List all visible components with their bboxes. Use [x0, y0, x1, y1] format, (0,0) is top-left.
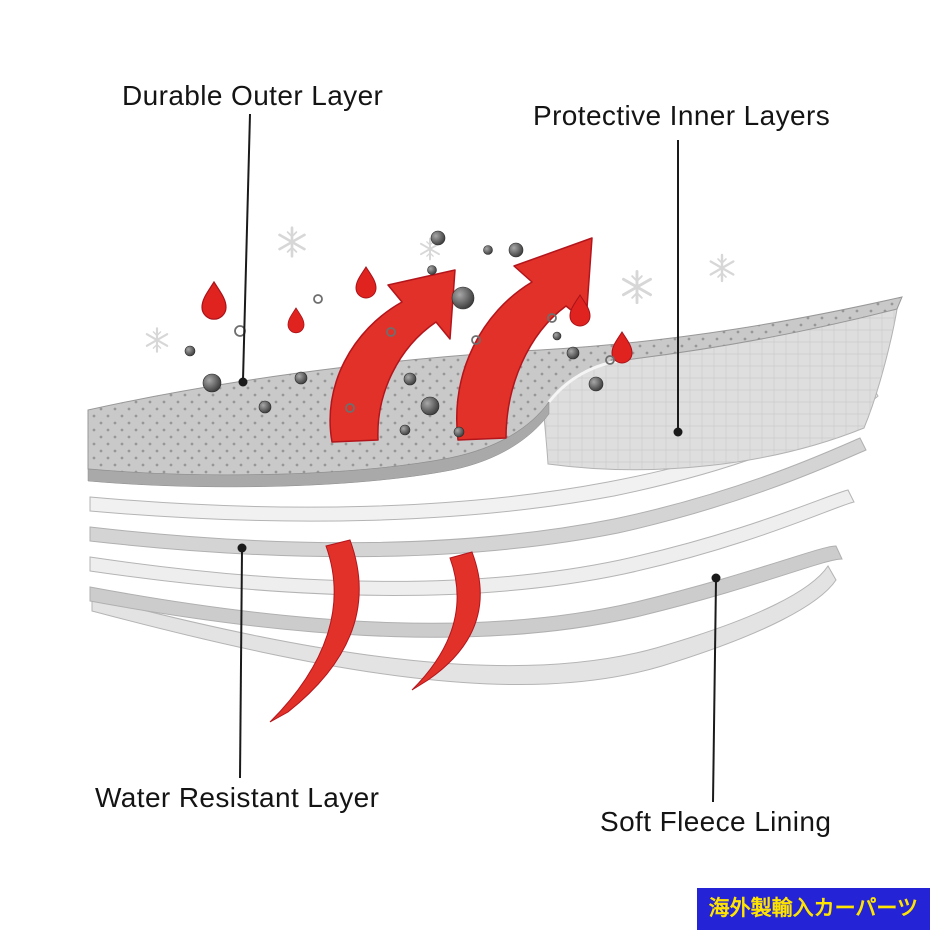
droplet-icon — [611, 331, 633, 364]
label-soft-fleece-lining: Soft Fleece Lining — [600, 806, 832, 837]
snowflake-icon — [145, 327, 169, 353]
label-water-resistant-layer: Water Resistant Layer — [95, 782, 380, 813]
layer-band-4 — [89, 545, 843, 638]
up-arrow-right-icon — [456, 237, 593, 441]
inner-layer-surface-texture — [540, 303, 898, 470]
snowflake-icon — [709, 253, 735, 283]
leader-line-water-resistant — [239, 549, 243, 779]
lower-runoff-arrows — [269, 539, 481, 723]
leader-line-durable-outer — [242, 113, 251, 381]
droplet-icon — [201, 281, 227, 320]
droplet-icon — [355, 266, 377, 299]
layer-band-3 — [89, 489, 855, 596]
leader-line-soft-fleece — [712, 579, 717, 803]
leader-lines — [237, 113, 721, 803]
outer-layer-fold-highlight — [547, 358, 626, 403]
seller-watermark-badge: 海外製輸入カーパーツ — [696, 888, 930, 930]
dust-particles — [184, 230, 615, 438]
label-durable-outer-layer: Durable Outer Layer — [122, 80, 384, 111]
runoff-arrow-left-icon — [269, 539, 360, 723]
snowflake-icon — [622, 269, 652, 305]
particles-hollow — [234, 294, 615, 413]
droplet-icon — [287, 307, 305, 334]
layer-band-1 — [89, 385, 879, 522]
outer-layer-front-edge — [87, 401, 550, 488]
leader-dots — [237, 377, 721, 583]
label-protective-inner-layers: Protective Inner Layers — [533, 100, 831, 131]
runoff-arrow-right-icon — [411, 551, 481, 691]
layer-band-2 — [89, 437, 867, 558]
breathability-arrows — [329, 237, 593, 443]
up-arrow-left-icon — [329, 269, 456, 443]
snowflake-icon — [278, 226, 306, 258]
particles-filled — [184, 230, 604, 438]
